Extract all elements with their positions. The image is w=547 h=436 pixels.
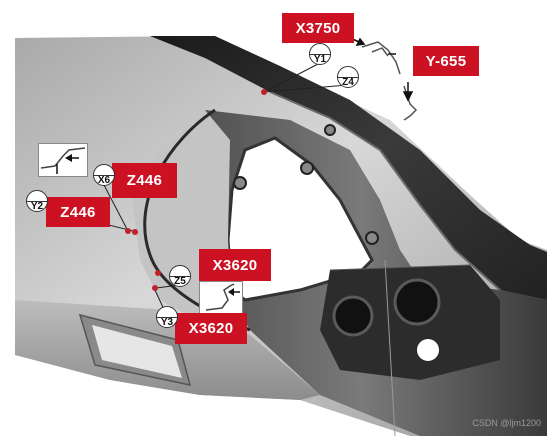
watermark: CSDN @ljm1200 [472, 418, 541, 428]
section-profile-left [40, 147, 86, 174]
measure-point-y2 [132, 229, 138, 235]
lower-recess-inner [92, 325, 182, 378]
arrows-top [349, 37, 414, 102]
mount-hole-right [393, 278, 441, 326]
dark-roof-rail [150, 36, 547, 300]
measure-point-x6 [125, 228, 131, 234]
bolt-2 [300, 161, 314, 175]
bubble-y3-label: Y3 [160, 317, 174, 328]
bubble-z5-label: Z5 [174, 276, 186, 287]
measure-point-z5 [155, 270, 161, 276]
bolt-4 [324, 124, 336, 136]
section-inset-right [199, 281, 243, 317]
tag-x3750: X3750 [282, 13, 354, 43]
tag-y-655: Y-655 [413, 46, 479, 76]
bubble-z4: Z4 [337, 66, 359, 88]
bubble-y3: Y3 [156, 306, 178, 328]
bubble-y1-label: Y1 [313, 54, 327, 65]
roof-rail-highlight [269, 91, 501, 291]
bolt-1 [233, 176, 247, 190]
tag-z446-right: Z446 [112, 163, 177, 198]
seam-line-horizontal [329, 264, 471, 271]
bubble-y2: Y2 [26, 190, 48, 212]
measure-point-y3 [152, 285, 158, 291]
bubble-y1: Y1 [309, 43, 331, 65]
mount-hole-left [332, 295, 374, 337]
round-hole-white [417, 339, 439, 361]
section-inset-left [38, 143, 88, 177]
section-profile-right [205, 283, 240, 311]
bubble-x6: X6 [93, 164, 115, 186]
seam-line-vertical [384, 259, 396, 436]
bubble-x6-label: X6 [97, 175, 111, 186]
bubble-z5: Z5 [169, 265, 191, 287]
tag-z446-left: Z446 [46, 197, 110, 227]
tag-x3620-bottom: X3620 [175, 313, 247, 344]
bubble-z4-label: Z4 [342, 77, 354, 88]
bubble-y2-label: Y2 [30, 201, 44, 212]
bolt-3 [365, 231, 379, 245]
tag-x3620-top: X3620 [199, 249, 271, 281]
measure-point-y1-z4 [261, 89, 267, 95]
